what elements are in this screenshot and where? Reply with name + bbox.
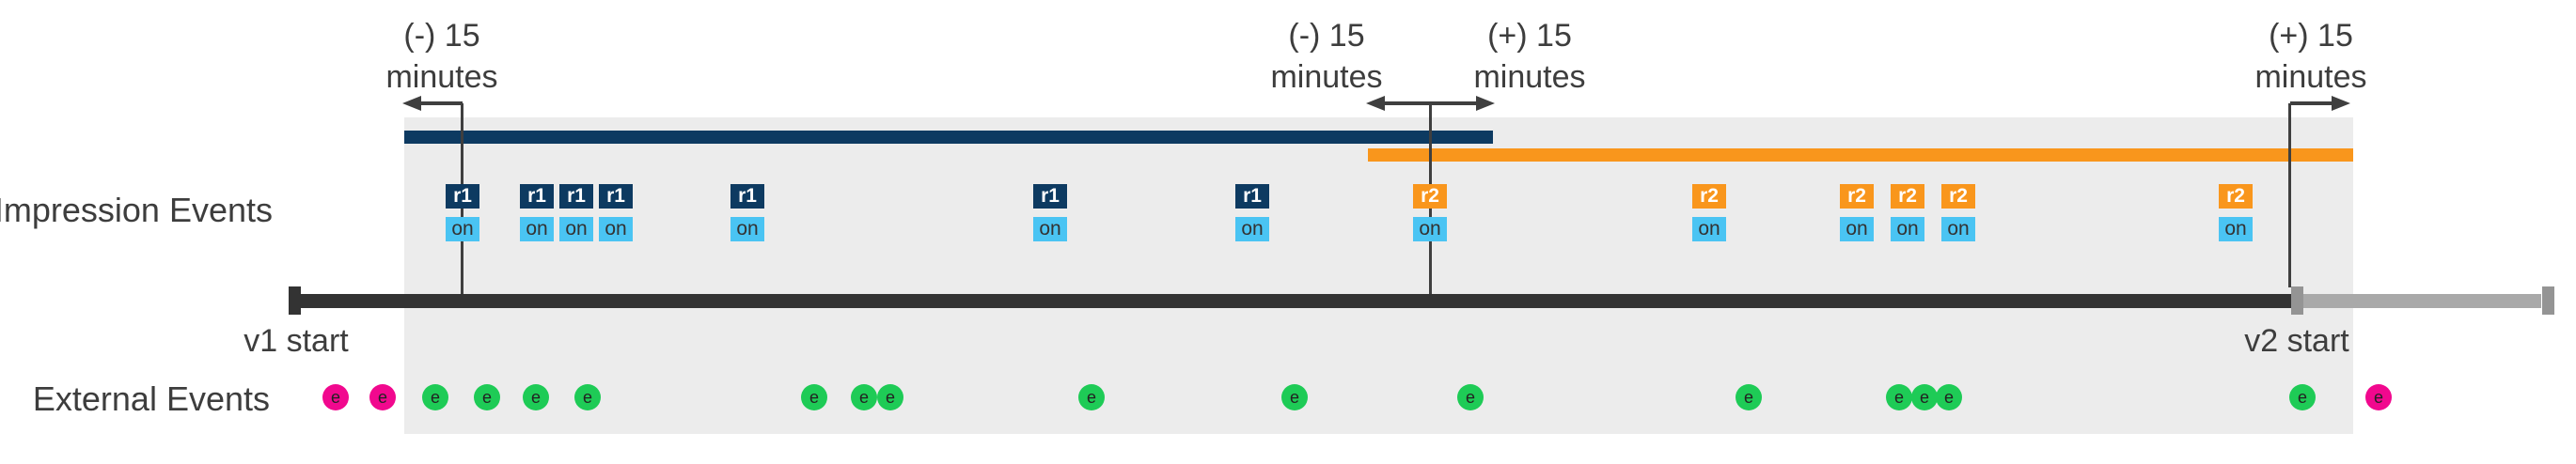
- annotation-line: (-) 15: [1288, 18, 1365, 54]
- v2-end-cap: [2542, 286, 2554, 315]
- arrow-right-icon: [1476, 96, 1495, 111]
- external-event-dot-green: e: [422, 384, 448, 410]
- impression-event-r1: r1 on: [730, 184, 764, 241]
- impression-event-r1: r1 on: [1235, 184, 1269, 241]
- impression-event-r1: r1 on: [1033, 184, 1067, 241]
- r2-badge: r2: [1840, 184, 1874, 209]
- plus-15-arrow-shaft: [2290, 101, 2335, 105]
- external-event-dot-green: e: [877, 384, 903, 410]
- v2-window-bar: [1368, 148, 2353, 162]
- external-event-dot-green: e: [1911, 384, 1938, 410]
- annotation-line: minutes: [1473, 59, 1586, 95]
- external-event-dot-green: e: [2289, 384, 2316, 410]
- external-event-dot-green: e: [474, 384, 500, 410]
- on-badge: on: [520, 217, 554, 241]
- on-badge: on: [1941, 217, 1975, 241]
- highlight-panel: [404, 117, 2353, 434]
- external-events-row-label: External Events: [32, 379, 270, 418]
- impression-event-r1: r1 on: [520, 184, 554, 241]
- impression-event-r2: r2 on: [2219, 184, 2253, 241]
- r1-badge: r1: [730, 184, 764, 209]
- annotation-line: (+) 15: [2269, 18, 2353, 54]
- on-badge: on: [1891, 217, 1924, 241]
- r2-badge: r2: [2219, 184, 2253, 209]
- v1-start-cap: [289, 286, 301, 315]
- impression-event-r2: r2 on: [1891, 184, 1924, 241]
- external-event-dot-pink: e: [2365, 384, 2392, 410]
- r2-badge: r2: [1891, 184, 1924, 209]
- on-badge: on: [1235, 217, 1269, 241]
- on-badge: on: [559, 217, 593, 241]
- impression-events-row-label: Impression Events: [0, 191, 273, 229]
- external-event-dot-green: e: [851, 384, 877, 410]
- annotation-end-plus-15: (+) 15 minutes: [2254, 15, 2366, 98]
- r2-badge: r2: [1941, 184, 1975, 209]
- plus-minus-15-arrow-shaft: [1382, 101, 1480, 105]
- external-event-dot-green: e: [1281, 384, 1308, 410]
- on-badge: on: [446, 217, 479, 241]
- r1-badge: r1: [1033, 184, 1067, 209]
- arrow-left-icon: [1366, 96, 1385, 111]
- annotation-line: minutes: [1270, 59, 1383, 95]
- on-badge: on: [730, 217, 764, 241]
- v2-start-cap: [2291, 286, 2303, 315]
- annotation-v2-minus-15: (-) 15 minutes: [1270, 15, 1382, 98]
- r2-badge: r2: [1692, 184, 1726, 209]
- r1-badge: r1: [520, 184, 554, 209]
- v1-window-bar: [404, 131, 1493, 144]
- r1-badge: r1: [1235, 184, 1269, 209]
- on-badge: on: [1840, 217, 1874, 241]
- impression-event-r1: r1 on: [599, 184, 633, 241]
- arrow-left-icon: [402, 96, 421, 111]
- external-event-dot-green: e: [1078, 384, 1105, 410]
- external-event-dot-pink: e: [369, 384, 396, 410]
- external-event-dot-green: e: [523, 384, 549, 410]
- on-badge: on: [1413, 217, 1447, 241]
- impression-event-r2: r2 on: [1692, 184, 1726, 241]
- minus-15-arrow-shaft: [417, 101, 463, 105]
- arrow-right-icon: [2332, 96, 2350, 111]
- impression-event-r2: r2 on: [1840, 184, 1874, 241]
- external-event-dot-green: e: [1886, 384, 1912, 410]
- on-badge: on: [1692, 217, 1726, 241]
- impression-event-r2: r2 on: [1413, 184, 1447, 241]
- r1-badge: r1: [599, 184, 633, 209]
- external-event-dot-green: e: [1736, 384, 1762, 410]
- annotation-v1-minus-15: (-) 15 minutes: [385, 15, 497, 98]
- v2-start-line: [2288, 103, 2291, 287]
- v1-start-label: v1 start: [243, 323, 349, 359]
- on-badge: on: [2219, 217, 2253, 241]
- annotation-line: (+) 15: [1487, 18, 1572, 54]
- on-badge: on: [1033, 217, 1067, 241]
- r2-badge: r2: [1413, 184, 1447, 209]
- external-event-dot-pink: e: [322, 384, 349, 410]
- impression-event-r1: r1 on: [559, 184, 593, 241]
- external-event-dot-green: e: [574, 384, 601, 410]
- impression-event-r2: r2 on: [1941, 184, 1975, 241]
- external-event-dot-green: e: [801, 384, 827, 410]
- impression-event-r1: r1 on: [446, 184, 479, 241]
- annotation-v2-plus-15: (+) 15 minutes: [1473, 15, 1585, 98]
- v2-start-label: v2 start: [2244, 323, 2349, 359]
- r1-badge: r1: [446, 184, 479, 209]
- annotation-line: minutes: [385, 59, 498, 95]
- external-event-dot-green: e: [1936, 384, 1962, 410]
- v1-timeline-bar: [289, 294, 2291, 308]
- annotation-line: (-) 15: [403, 18, 480, 54]
- annotation-line: minutes: [2254, 59, 2367, 95]
- external-event-dot-green: e: [1457, 384, 1484, 410]
- on-badge: on: [599, 217, 633, 241]
- r1-badge: r1: [559, 184, 593, 209]
- v2-timeline-bar: [2303, 294, 2541, 308]
